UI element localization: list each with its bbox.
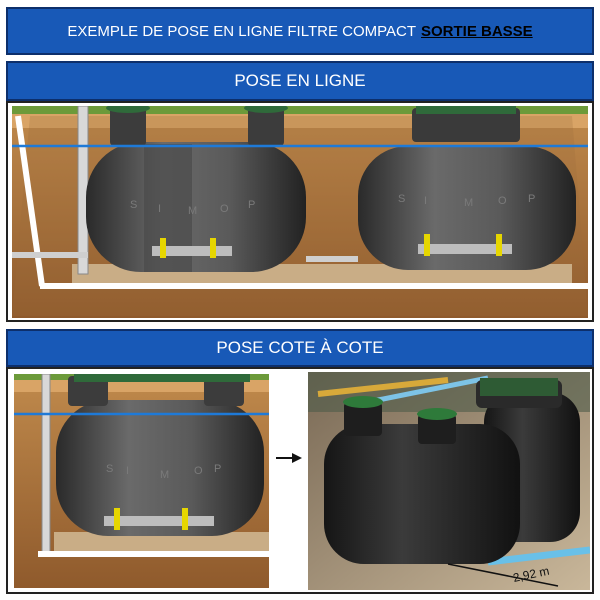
arrow-right-icon xyxy=(276,453,302,463)
tank-letter: P xyxy=(528,193,535,205)
tank-letter: O xyxy=(220,203,229,215)
tank-letter: I xyxy=(158,203,161,215)
inline-installation-illustration: S I M O P S I M O P xyxy=(12,106,588,318)
left-tank-letters: S I M O P xyxy=(130,199,255,217)
right-tank xyxy=(358,106,576,270)
pose-cote-a-cote-panel: S I M O P xyxy=(6,367,594,594)
side-by-side-illustration: S I M O P xyxy=(14,374,269,588)
side-tank xyxy=(56,374,264,536)
tank-letter: M xyxy=(464,197,473,209)
tank-letter: O xyxy=(194,465,203,477)
section-banner-pose-en-ligne: POSE EN LIGNE xyxy=(6,61,594,101)
installed-tanks-photo: 2,92 m xyxy=(308,372,590,590)
tank-letter: S xyxy=(130,199,137,211)
grass-strip xyxy=(12,106,588,114)
left-tank xyxy=(86,106,306,272)
section-banner-pose-cote-a-cote: POSE COTE À COTE xyxy=(6,329,594,367)
tank-letter: P xyxy=(214,463,221,475)
tank-letter: I xyxy=(126,465,129,477)
main-title-banner: EXEMPLE DE POSE EN LIGNE FILTRE COMPACT … xyxy=(6,7,594,55)
tank-letter: P xyxy=(248,199,255,211)
tank-letter: O xyxy=(498,195,507,207)
pose-en-ligne-panel: S I M O P S I M O P xyxy=(6,101,594,322)
right-tank-letters: S I M O P xyxy=(398,193,535,209)
main-title-highlight: SORTIE BASSE xyxy=(421,22,533,40)
main-title-text: EXEMPLE DE POSE EN LIGNE FILTRE COMPACT xyxy=(67,22,416,40)
tank-letter: S xyxy=(398,193,405,205)
section-title: POSE EN LIGNE xyxy=(234,71,366,90)
tank-letter: S xyxy=(106,463,113,475)
tank-letter: I xyxy=(424,195,427,207)
tank-letter: M xyxy=(188,205,197,217)
section-title: POSE COTE À COTE xyxy=(216,338,384,357)
tank-letter: M xyxy=(160,469,169,481)
